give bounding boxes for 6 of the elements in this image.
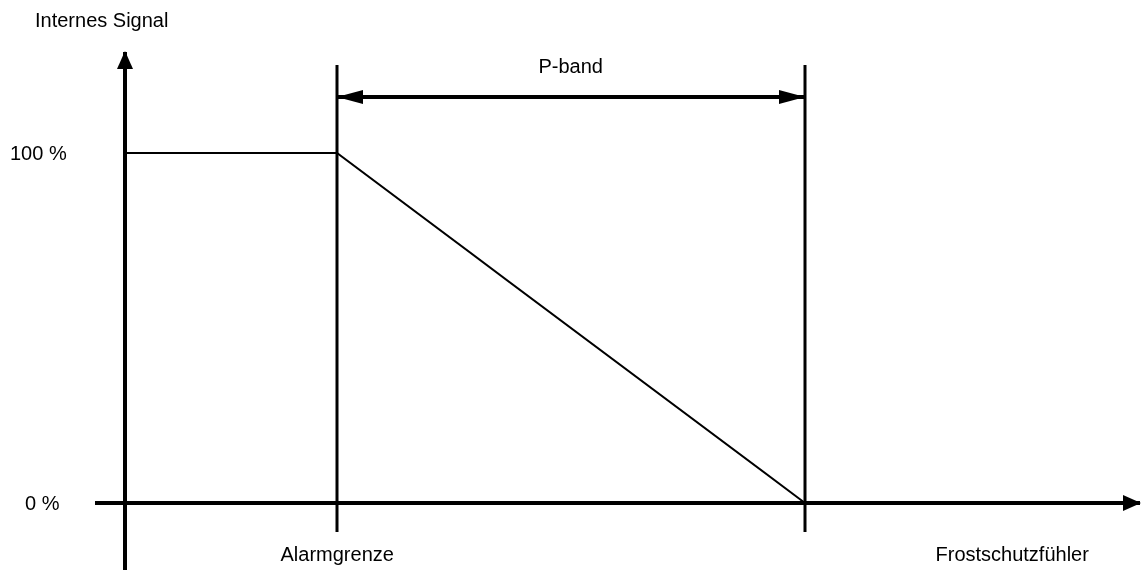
- axis-label: Alarmgrenze: [280, 542, 394, 566]
- dimension-label: P-band: [538, 54, 603, 78]
- tick-label: 100 %: [10, 141, 67, 165]
- tick-label: 0 %: [25, 491, 60, 515]
- axis-label: Internes Signal: [35, 8, 169, 32]
- axis-label: Frostschutzfühler: [935, 542, 1089, 566]
